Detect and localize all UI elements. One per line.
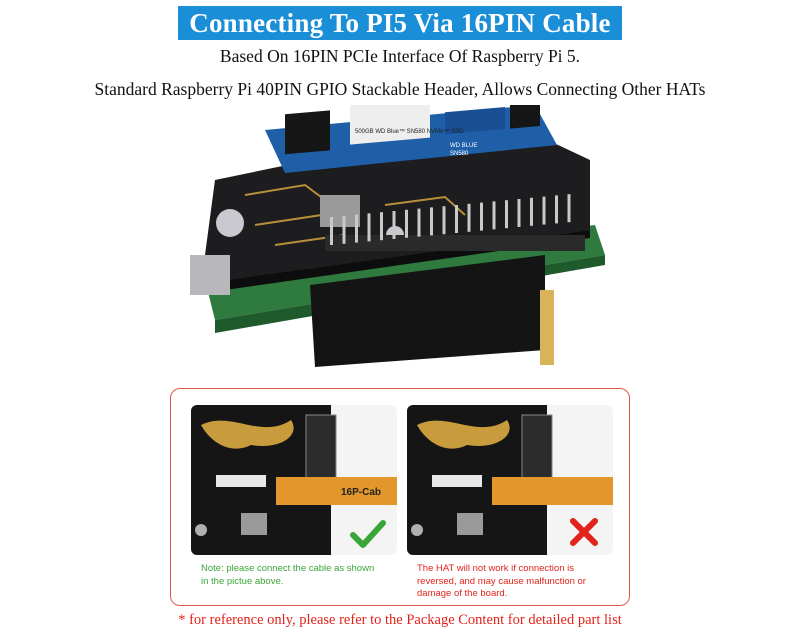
- gpio-pin: [355, 224, 358, 243]
- gpio-pin: [455, 205, 458, 223]
- ribbon-cable-reversed: [492, 477, 613, 505]
- gpio-pin: [517, 199, 521, 217]
- gpio-pin: [555, 205, 558, 224]
- correct-connection-photo: 16P-Cab: [191, 405, 397, 555]
- product-photo: 500GB WD Blue™ SN580 NVMe™ SSD WD BLUE S…: [190, 105, 605, 367]
- ssd-model: SN580: [450, 151, 469, 157]
- gpio-pin: [355, 214, 358, 233]
- cable-label: 16P-Cab: [341, 487, 381, 498]
- correct-connection-note: Note: please connect the cable as shown …: [201, 563, 375, 587]
- gpio-pin: [405, 219, 408, 238]
- gpio-pin: [530, 197, 533, 216]
- ssd-label: 500GB WD Blue™ SN580 NVMe™ SSD: [355, 128, 464, 135]
- gpio-pin: [392, 221, 396, 239]
- gpio-pin: [330, 217, 333, 235]
- gpio-pin: [542, 196, 546, 215]
- wrong-connection-note: The HAT will not work if connection is r…: [417, 563, 586, 599]
- gpio-pin: [442, 206, 446, 225]
- gpio-pin: [455, 215, 458, 233]
- gpio-pin: [442, 216, 446, 235]
- gpio-pin: [342, 215, 346, 234]
- subtitle-gpio: Standard Raspberry Pi 40PIN GPIO Stackab…: [94, 79, 706, 99]
- gpio-pin: [542, 206, 546, 225]
- gpio-pin: [517, 209, 521, 227]
- ssd-brand: WD BLUE: [450, 143, 477, 149]
- gpio-pin: [417, 218, 421, 237]
- gpio-pin: [505, 200, 508, 219]
- page-title: Connecting To PI5 Via 16PIN Cable: [189, 7, 611, 38]
- gpio-pin: [417, 208, 421, 227]
- gpio-pin: [392, 211, 396, 229]
- wrong-connection-photo: [407, 405, 613, 555]
- gpio-header: [325, 194, 585, 251]
- gpio-pin: [367, 223, 371, 242]
- gpio-pin: [467, 213, 471, 232]
- gpio-pin: [380, 222, 383, 241]
- gpio-pin: [492, 211, 496, 230]
- capacitor: [216, 209, 244, 237]
- gpio-pin: [492, 201, 496, 220]
- footer-disclaimer: * for reference only, please refer to th…: [178, 612, 622, 628]
- check-icon: [350, 520, 386, 548]
- gpio-pin: [567, 204, 571, 223]
- gpio-pin: [380, 212, 383, 231]
- gpio-pin: [330, 227, 333, 245]
- title-banner: Connecting To PI5 Via 16PIN Cable: [178, 6, 622, 40]
- gpio-pin: [530, 207, 533, 226]
- gpio-pin: [342, 225, 346, 244]
- ribbon-cable: [276, 477, 397, 505]
- gpio-pin: [555, 195, 558, 214]
- gpio-pin: [430, 207, 433, 226]
- ethernet-port: [190, 255, 230, 295]
- gpio-pin: [567, 194, 571, 213]
- gpio-pin: [430, 217, 433, 236]
- gpio-pin: [405, 209, 408, 228]
- gpio-pin: [505, 210, 508, 229]
- inductor: [320, 195, 360, 227]
- stack-header: [310, 255, 545, 367]
- standoff: [540, 290, 554, 365]
- gpio-pin: [480, 212, 483, 231]
- gpio-pin: [467, 203, 471, 222]
- gpio-pin: [480, 202, 483, 221]
- comparison-panel: 16P-Cab Note: please connect the cable a…: [170, 388, 630, 606]
- gpio-pin: [367, 213, 371, 232]
- cross-icon: [570, 518, 598, 546]
- subtitle-pcie: Based On 16PIN PCIe Interface Of Raspber…: [219, 46, 581, 66]
